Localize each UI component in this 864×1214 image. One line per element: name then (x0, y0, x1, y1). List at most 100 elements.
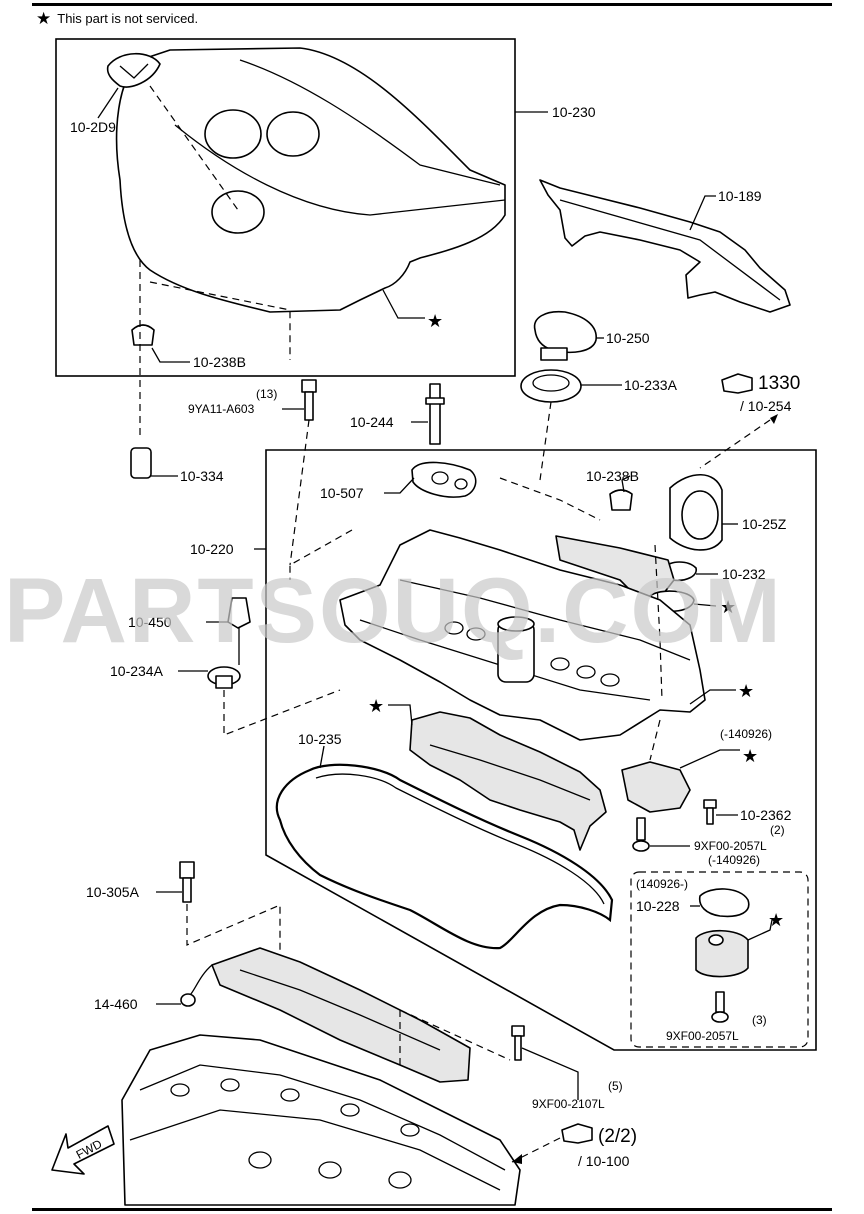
seal-inner (532, 374, 570, 392)
label-qty-3: (3) (752, 1013, 767, 1027)
bolt-10-305A-head (179, 861, 195, 879)
label-9XF00-2057L-b: 9XF00-2057L (666, 1029, 739, 1043)
filler-neck-top (497, 616, 535, 632)
bolt-9XF00-2057L-a-head (632, 840, 650, 852)
ref-hand-icon-2 (561, 1123, 593, 1144)
bracket-140926 (621, 761, 691, 813)
manifold-line (239, 969, 441, 1051)
cover-boss-2 (266, 111, 320, 157)
arrow-head-2 (512, 1154, 522, 1164)
tube-end (180, 993, 196, 1007)
stud-10-244 (429, 383, 441, 445)
leader-9XF00-2107L (521, 1047, 579, 1100)
head-port-6 (248, 1151, 272, 1169)
label-10-250: 10-250 (606, 330, 650, 346)
gasket-10-235-inner (315, 773, 605, 905)
label-10-235: 10-235 (298, 731, 342, 747)
label-10-450: 10-450 (128, 614, 172, 630)
cap-neck (540, 347, 568, 361)
watermark: PARTSOUQ.COM (4, 560, 783, 662)
label-10-234A: 10-234A (110, 663, 164, 679)
label-10-507: 10-507 (320, 485, 364, 501)
engine-cover-box (55, 38, 516, 377)
label-10-305A: 10-305A (86, 884, 140, 900)
star-icon: ★ (738, 681, 754, 702)
leader-star-bracket (679, 749, 740, 769)
stud-collar (425, 397, 445, 405)
tube-14-460 (189, 964, 213, 996)
label-10-232: 10-232 (722, 566, 766, 582)
head-port-2 (220, 1078, 240, 1092)
not-serviced-note: ★ This part is not serviced. (36, 10, 198, 27)
label-10-238B-b: 10-238B (586, 468, 639, 484)
guide-top-1 (499, 477, 601, 521)
inset-140926-box (630, 871, 809, 1048)
bolt-9XF00-2107L-head (511, 1025, 525, 1037)
gasket-10-235 (275, 763, 614, 950)
leader-star-pcv-cover (747, 919, 773, 941)
label-qty-5: (5) (608, 1079, 623, 1093)
bolt-9XF00-2107L-shaft (514, 1035, 522, 1061)
gasket-10-228 (698, 888, 750, 918)
label-ref-2-2: (2/2) (598, 1126, 637, 1147)
guide-10-305A (186, 904, 281, 955)
label-10-228: 10-228 (636, 898, 680, 914)
gasket-hole-2 (454, 478, 468, 490)
bolt-9XF00-2057L-b-head (711, 1011, 729, 1023)
label-9XF00-2057L-a: 9XF00-2057L (694, 839, 767, 853)
leader-star-cover (382, 289, 425, 319)
leader-star-cover-right (689, 689, 736, 705)
leader-10-507 (384, 477, 415, 494)
emblem-10-2D9 (106, 53, 161, 88)
label-date-140926-c: (140926-) (636, 877, 688, 891)
head-port-8 (388, 1171, 412, 1189)
shield-10-189 (539, 179, 791, 313)
star-icon: ★ (742, 746, 758, 767)
head-port-4 (340, 1103, 360, 1117)
dipstick-handle (227, 597, 251, 629)
guide-manifold-2 (399, 1009, 511, 1061)
label-qty-2: (2) (770, 823, 785, 837)
leader-star-pcv (693, 603, 717, 607)
label-9YA11-A603: 9YA11-A603 (188, 402, 255, 416)
cover-top-line (399, 579, 691, 661)
plug-hole-2 (466, 627, 486, 641)
plug-hole-1 (444, 621, 464, 635)
guide-2-2 (511, 1137, 561, 1163)
star-icon: ★ (720, 597, 736, 618)
leader-star-baffle (388, 704, 413, 726)
ref-hand-icon (721, 373, 753, 394)
head-mid-line (129, 1109, 501, 1191)
label-10-233A: 10-233A (624, 377, 678, 393)
head-port-1 (170, 1083, 190, 1097)
guide-1330 (699, 419, 771, 469)
bolt-9XF00-2057L-b (715, 991, 725, 1013)
head-port-3 (280, 1088, 300, 1102)
label-ref-1330-sub: / 10-254 (740, 398, 792, 414)
engine-cover (115, 47, 506, 313)
shield-edge (559, 199, 781, 301)
leader-10-189 (689, 195, 716, 231)
leader-10-2D9 (97, 87, 119, 119)
top-border (32, 3, 832, 6)
bolt-shaft-9YA11 (304, 391, 314, 421)
gasket-10-507 (411, 461, 477, 498)
cover-boss-3 (211, 190, 265, 234)
label-10-189: 10-189 (718, 188, 762, 204)
bolt-10-305A-shaft (182, 877, 192, 903)
emblem-guide (149, 85, 239, 211)
label-10-334: 10-334 (180, 468, 224, 484)
label-10-230: 10-230 (552, 104, 596, 120)
cover-boss-1 (204, 109, 262, 159)
pcv-cover-boss (708, 934, 724, 946)
star-icon: ★ (427, 311, 443, 332)
guide-right-1 (654, 544, 663, 701)
label-10-238B-a: 10-238B (193, 354, 246, 370)
separator-face (681, 490, 719, 540)
cover-ridge-1 (174, 124, 506, 216)
label-10-2D9: 10-2D9 (70, 119, 116, 135)
stud-10-334 (130, 447, 152, 479)
label-ref-2-2-sub: / 10-100 (578, 1153, 630, 1169)
leader-10-238B-b (621, 475, 631, 493)
